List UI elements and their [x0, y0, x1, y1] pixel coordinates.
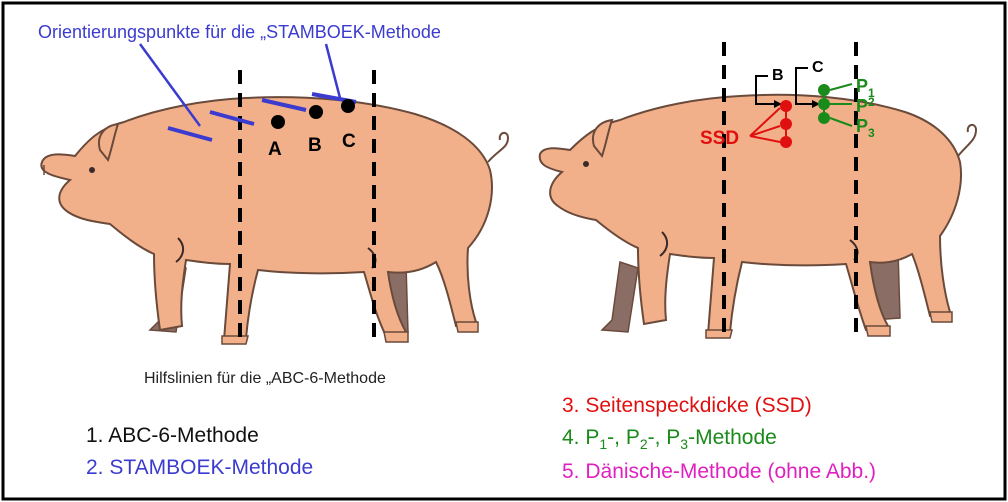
bracket-c — [795, 67, 812, 105]
left-pig-illustration — [40, 96, 510, 345]
stamboek-note: Orientierungspunkte für die „STAMBOEK-Me… — [38, 22, 441, 42]
legend-item-5: 5. Dänische-Methode (ohne Abb.) — [562, 460, 876, 483]
bracket-b — [755, 75, 774, 105]
legend-item-2: 2. STAMBOEK-Methode — [86, 456, 313, 479]
legend-item-3: 3. Seitenspeckdicke (SSD) — [562, 394, 812, 417]
p3-label: P3 — [856, 116, 875, 140]
legend-item-1: 1. ABC-6-Methode — [86, 424, 259, 447]
bracket-b-label: B — [772, 67, 784, 84]
legend-item-4: 4. P1-, P2-, P3-Methode — [562, 426, 777, 452]
p2-label: P2 — [856, 95, 875, 116]
left-caption: Hilfslinien für die „ABC-6-Methode — [144, 370, 386, 387]
point-c-label: C — [342, 131, 356, 152]
abc-points — [271, 99, 355, 129]
stamboek-pointers — [138, 43, 342, 127]
bracket-c-label: C — [812, 59, 824, 76]
point-a-label: A — [268, 139, 282, 160]
ssd-label: SSD — [700, 128, 739, 149]
p1-label: P1 — [856, 76, 875, 100]
point-b-label: B — [308, 135, 322, 156]
p-points — [818, 83, 853, 127]
ssd-points — [749, 100, 792, 148]
